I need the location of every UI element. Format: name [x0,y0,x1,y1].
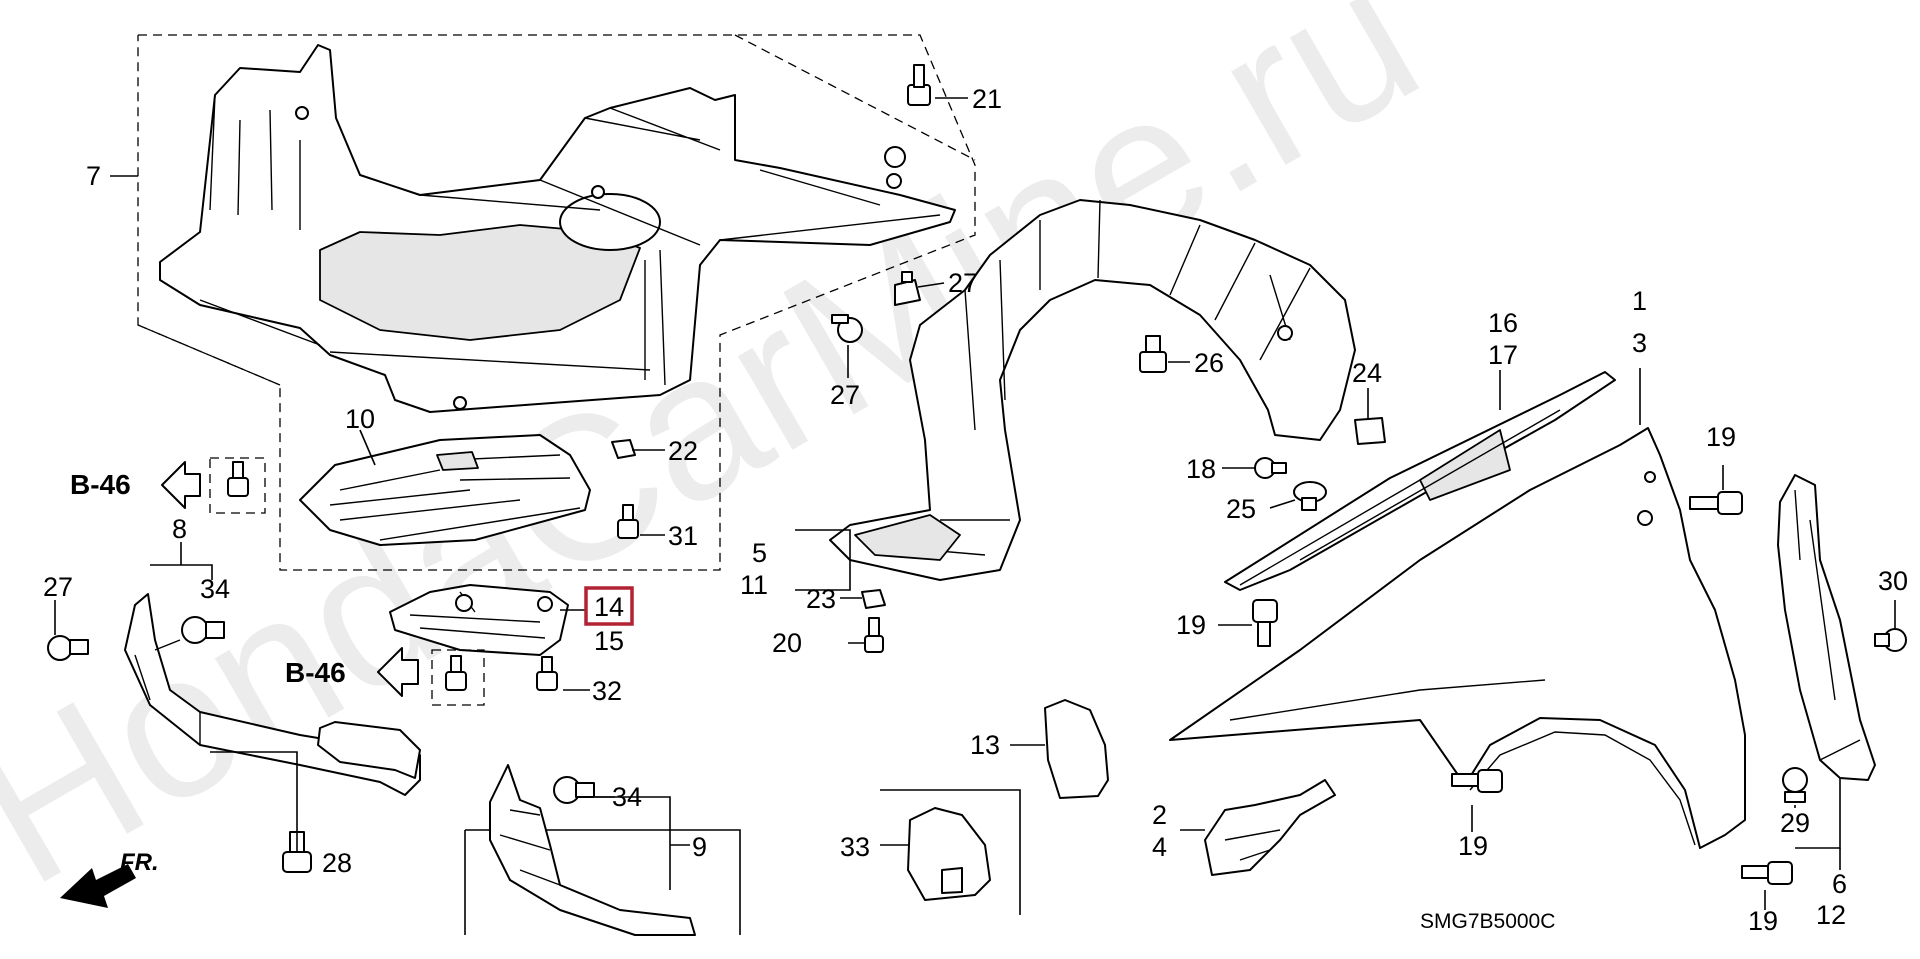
callout-16[interactable]: 16 [1488,308,1518,338]
callout-25[interactable]: 25 [1226,494,1256,524]
group-frames [137,34,1021,935]
callout-18[interactable]: 18 [1186,454,1216,484]
callout-29[interactable]: 29 [1780,808,1810,838]
cover-13-part[interactable] [1044,699,1109,799]
callout-1[interactable]: 1 [1632,286,1647,316]
callout-14[interactable]: 14 [594,592,624,622]
front-direction-indicator: FR. [60,849,159,908]
wheel-liner-part[interactable] [829,199,1356,581]
callout-8[interactable]: 8 [172,514,187,544]
callout-3[interactable]: 3 [1632,328,1647,358]
callout-7[interactable]: 7 [86,161,101,191]
callout-19-a[interactable]: 19 [1706,422,1736,452]
callout-27-c[interactable]: 27 [43,572,73,602]
callout-11[interactable]: 11 [740,570,768,600]
callout-31[interactable]: 31 [668,521,698,551]
b46-label-lower: B-46 [285,657,346,688]
callout-30[interactable]: 30 [1878,566,1908,596]
small-bracket-part[interactable] [1204,779,1336,876]
callout-32[interactable]: 32 [592,676,622,706]
callout-19-b[interactable]: 19 [1176,610,1206,640]
callout-20[interactable]: 20 [772,628,802,658]
cover-33-part[interactable] [907,807,991,901]
diagram-code: SMG7B5000C [1420,910,1555,933]
callout-26[interactable]: 26 [1194,348,1224,378]
callout-23[interactable]: 23 [806,584,836,614]
callout-5[interactable]: 5 [752,538,767,568]
front-fender-part[interactable] [1169,427,1746,849]
b46-reference-upper[interactable]: B-46 [70,457,266,514]
b46-label-upper: B-46 [70,469,131,500]
callout-34-a[interactable]: 34 [200,574,230,604]
callout-9[interactable]: 9 [692,832,707,862]
air-guide-part[interactable] [489,764,696,936]
callout-21[interactable]: 21 [972,84,1002,114]
callout-22[interactable]: 22 [668,436,698,466]
callout-14-highlight [584,586,634,626]
lower-deflector-part[interactable] [124,593,421,796]
callout-10[interactable]: 10 [345,404,375,434]
callout-33[interactable]: 33 [840,832,870,862]
callout-27-a[interactable]: 27 [948,268,978,298]
callout-19-d[interactable]: 19 [1748,906,1778,936]
leader-lines [54,97,1896,910]
callout-27-b[interactable]: 27 [830,380,860,410]
callout-24[interactable]: 24 [1352,358,1382,388]
callout-6[interactable]: 6 [1832,869,1847,899]
callout-15[interactable]: 15 [594,626,624,656]
callout-28[interactable]: 28 [322,848,352,878]
front-label: FR. [120,849,159,876]
small-cover-part[interactable] [389,584,569,656]
engine-undercover-part[interactable] [159,44,956,413]
splash-shield-part[interactable] [299,434,591,546]
callout-2[interactable]: 2 [1152,800,1167,830]
callout-numbers: 7 21 27 27 10 22 31 8 34 27 28 14 15 32 … [43,84,1908,936]
fender-seal-part[interactable] [1224,371,1616,591]
callout-13[interactable]: 13 [970,730,1000,760]
callout-12[interactable]: 12 [1816,900,1846,930]
fasteners [47,64,1907,885]
callout-19-c[interactable]: 19 [1458,831,1488,861]
b46-reference-lower[interactable]: B-46 [285,647,485,706]
callout-34-b[interactable]: 34 [612,782,642,812]
fender-bracket-part[interactable] [1777,474,1876,781]
callout-17[interactable]: 17 [1488,340,1518,370]
callout-4[interactable]: 4 [1152,832,1167,862]
